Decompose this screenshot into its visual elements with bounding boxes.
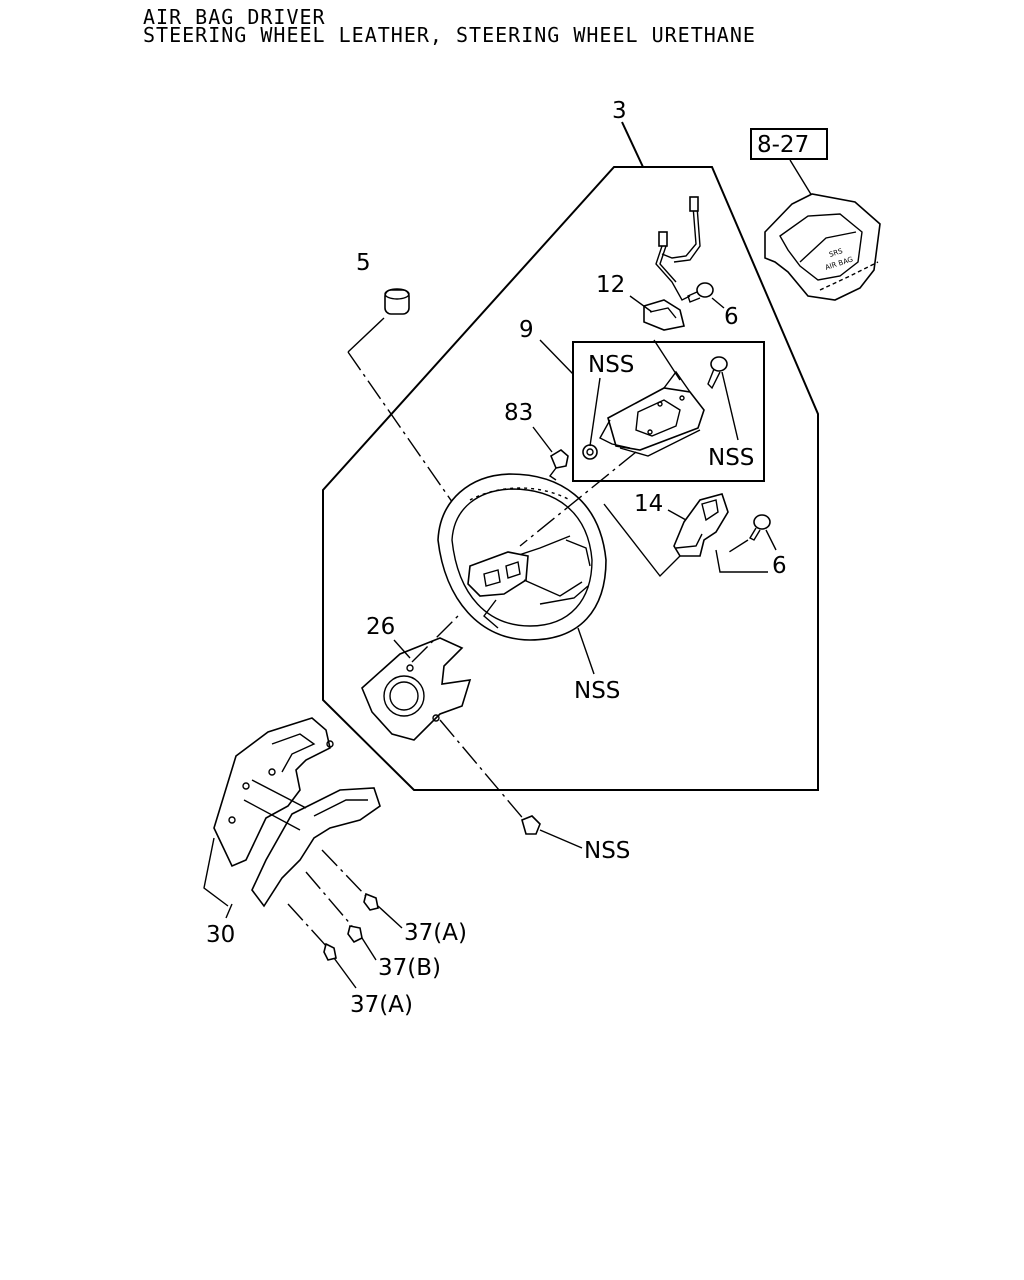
- leader-6-upper: [711, 297, 725, 309]
- leader-37b: [361, 937, 377, 961]
- centerline-bolt: [439, 719, 527, 823]
- leader-6-lower: [765, 529, 777, 551]
- screw-part-37a-upper: [363, 892, 379, 911]
- callout-83: 83: [504, 400, 533, 426]
- leader-8-27: [789, 159, 813, 197]
- column-cover-part-30: [213, 717, 381, 908]
- leader-nss-wheel: [577, 627, 595, 675]
- callout-5: 5: [356, 250, 371, 276]
- title-line-1: AIR BAG DRIVER: [143, 5, 326, 29]
- reference-box: [750, 128, 828, 160]
- leader-6-lower-bracket: [715, 549, 768, 573]
- callout-37b: 37(B): [378, 955, 441, 981]
- leader-12: [629, 295, 653, 313]
- leader-9: [539, 339, 574, 375]
- callout-30: 30: [206, 922, 235, 948]
- leader-5-a: [347, 317, 385, 353]
- leader-3: [621, 121, 644, 168]
- nut-part-5: [384, 288, 410, 315]
- centerline-37a-2: [287, 903, 329, 949]
- label-nss-box-1: NSS: [588, 352, 634, 378]
- screw-part-6-lower: [749, 514, 771, 541]
- callout-26: 26: [366, 614, 395, 640]
- steering-wheel: [437, 473, 607, 641]
- centerline-26: [411, 613, 461, 663]
- assembly-outline: [322, 166, 819, 791]
- screw-part-37a-lower: [323, 942, 337, 961]
- leader-nss-box-2: [721, 371, 739, 441]
- cover-part-26: [361, 637, 472, 741]
- callout-14: 14: [634, 491, 663, 517]
- nut-in-box-left: [582, 444, 598, 460]
- callout-9: 9: [519, 317, 534, 343]
- part-9-box: [572, 341, 765, 482]
- label-nss-bolt: NSS: [584, 838, 630, 864]
- leader-nss-box-1: [589, 377, 601, 447]
- leader-30: [225, 903, 233, 919]
- wire-harness-part-12: [643, 196, 701, 331]
- leader-nss-bolt: [539, 829, 583, 849]
- screw-part-37b: [347, 925, 363, 944]
- switch-part-14: [673, 493, 729, 557]
- callout-6-lower: 6: [772, 553, 787, 579]
- bolt-nss-lower: [521, 815, 541, 835]
- reference-box-label: 8-27: [757, 132, 809, 158]
- callout-12: 12: [596, 272, 625, 298]
- centerline-37b: [305, 871, 353, 927]
- bracket-part-9: [599, 370, 705, 457]
- callout-3: 3: [612, 98, 627, 124]
- screw-part-6-upper: [687, 282, 714, 303]
- callout-6-upper: 6: [724, 304, 739, 330]
- leader-26: [393, 639, 411, 659]
- leader-83: [532, 426, 553, 453]
- bolt-part-83: [548, 449, 569, 481]
- centerline-box: [519, 451, 637, 547]
- centerline-6-lower: [725, 539, 749, 555]
- airbag-cover: SRS AIR BAG: [764, 193, 881, 301]
- label-nss-wheel: NSS: [574, 678, 620, 704]
- callout-37a-upper: 37(A): [404, 920, 467, 946]
- leader-12-to-bracket: [653, 339, 681, 381]
- bolt-in-box-right: [707, 356, 728, 390]
- callout-37a-lower: 37(A): [350, 992, 413, 1018]
- leader-14: [667, 509, 687, 521]
- leader-37a-upper: [377, 905, 403, 929]
- leader-30-bracket: [203, 837, 229, 907]
- label-nss-box-2: NSS: [708, 445, 754, 471]
- centerline-37a-1: [321, 849, 367, 897]
- leader-37a-lower: [333, 957, 357, 989]
- title-line-2: STEERING WHEEL LEATHER, STEERING WHEEL U…: [143, 23, 756, 47]
